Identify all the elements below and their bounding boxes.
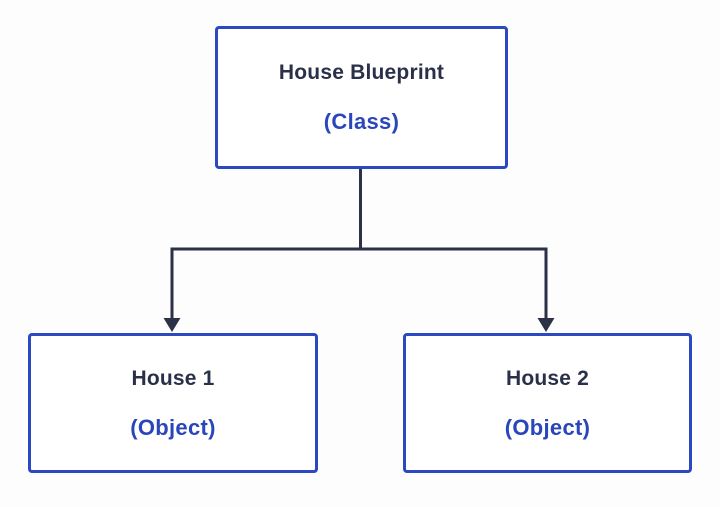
class-node-box: House Blueprint (Class) (215, 26, 508, 169)
object1-node-subtitle: (Object) (130, 414, 216, 440)
class-node-title: House Blueprint (278, 61, 445, 84)
class-node-subtitle: (Class) (323, 109, 400, 134)
object1-node-title: House 1 (131, 366, 215, 390)
object2-node-box: House 2 (Object) (403, 333, 692, 473)
arrowhead-left-icon (163, 318, 181, 332)
object2-node-subtitle: (Object) (504, 414, 591, 440)
arrowhead-right-icon (537, 318, 555, 332)
object2-node-title: House 2 (505, 366, 590, 390)
object1-node-box: House 1 (Object) (28, 333, 318, 473)
